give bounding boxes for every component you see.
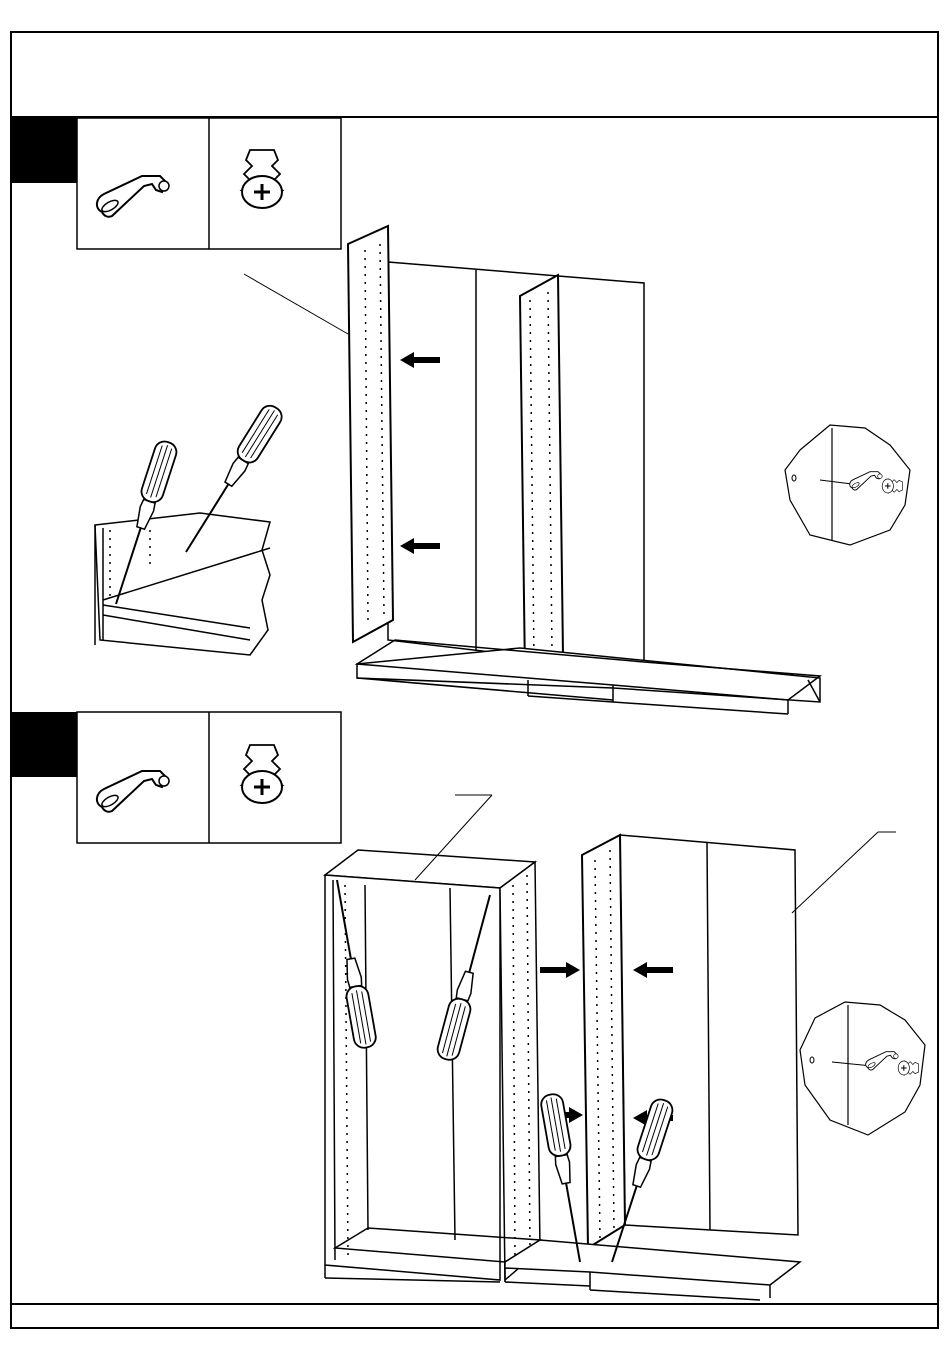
step-1-cabinet	[244, 226, 820, 714]
cam-lock-bracket-icon	[97, 176, 169, 217]
detail-magnifier-icon	[785, 425, 910, 545]
step-2	[11, 712, 925, 1300]
step-2-badge	[11, 712, 77, 777]
cam-lock-bracket-icon	[97, 771, 169, 812]
step-1-corner-detail	[95, 513, 270, 655]
cam-lock-fitting-icon	[242, 150, 282, 208]
step-1	[11, 118, 910, 714]
cam-lock-fitting-icon	[242, 745, 282, 803]
screwdriver-icon	[540, 1093, 591, 1264]
arrow-icon	[540, 962, 580, 978]
detail-magnifier-icon	[800, 1002, 925, 1135]
step-1-badge	[11, 118, 77, 183]
